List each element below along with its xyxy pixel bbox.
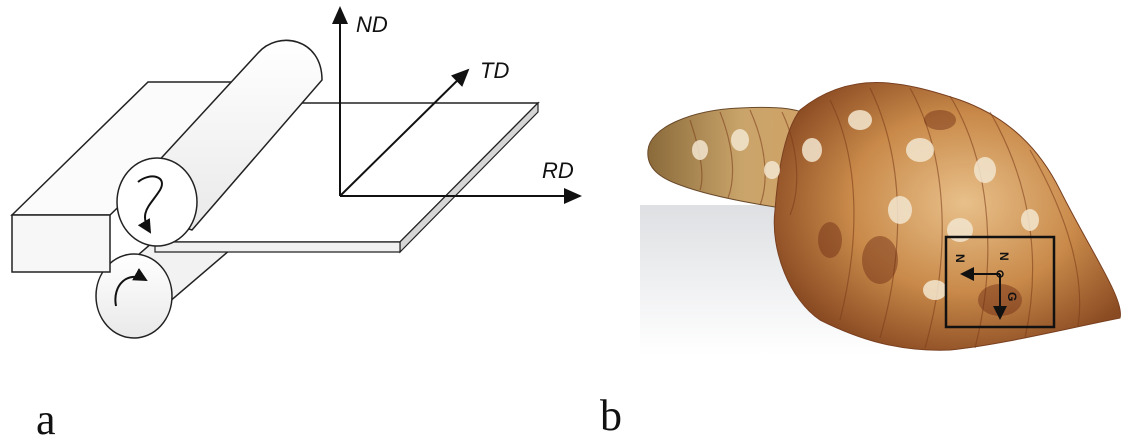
inset-letter-top: N [997,252,1011,261]
nd-axis-label: ND [356,12,388,37]
inset-letter-bottom: G [1005,292,1019,301]
panel-a-label: a [36,398,56,442]
shell-photo: N N G [640,83,1120,356]
rd-axis-label: RD [542,158,574,183]
panel-b-label: b [600,394,622,438]
td-axis-label: TD [480,58,509,83]
inset-letter-left: N [953,254,967,263]
rolling-diagram: ND TD RD [12,8,580,338]
